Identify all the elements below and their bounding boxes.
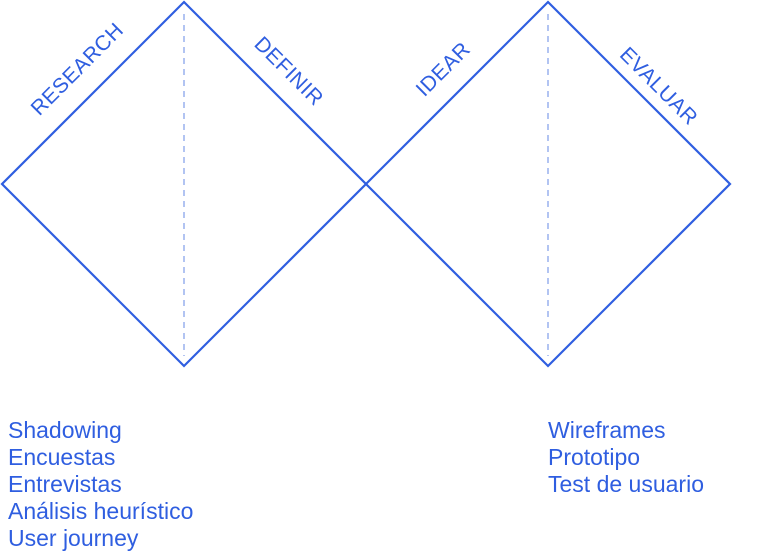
list-item: Prototipo (548, 444, 641, 470)
phase-label-definir: DEFINIR (250, 32, 328, 110)
research-methods-list: Shadowing Encuestas Entrevistas Análisis… (8, 417, 193, 552)
evaluation-methods-list: Wireframes Prototipo Test de usuario (548, 417, 704, 498)
list-item: Encuestas (8, 444, 116, 470)
list-item: Shadowing (8, 417, 122, 443)
list-item: Análisis heurístico (8, 498, 194, 524)
phase-label-evaluar: EVALUAR (615, 43, 702, 130)
diamond-ideate-evaluate (364, 0, 732, 368)
phase-label-idear: IDEAR (412, 38, 475, 101)
list-item: User journey (8, 525, 139, 551)
phase-label-research: RESEARCH (27, 19, 129, 121)
list-item: Wireframes (548, 417, 666, 443)
list-item: Test de usuario (548, 471, 704, 497)
diamond-discover-define (0, 0, 368, 368)
list-item: Entrevistas (8, 471, 122, 497)
